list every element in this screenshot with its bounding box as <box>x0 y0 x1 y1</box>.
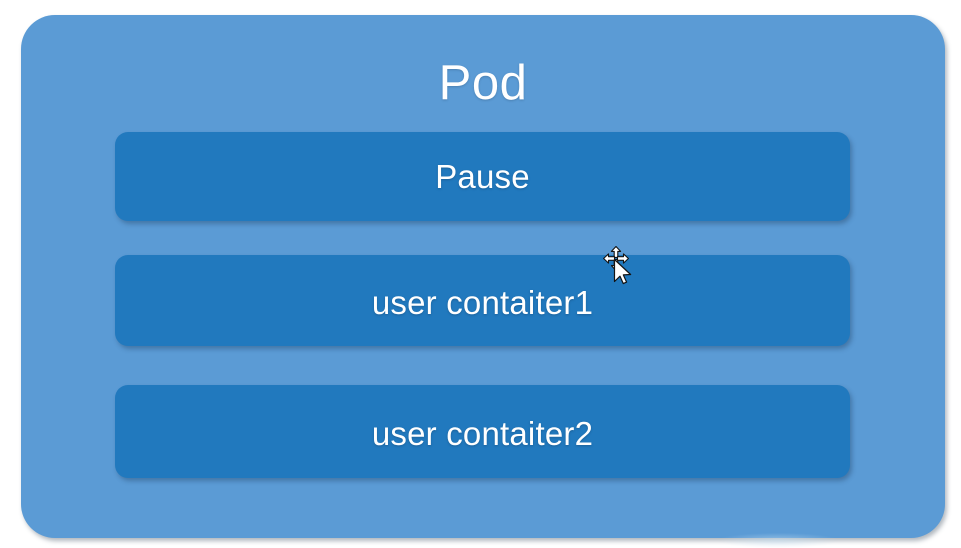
container-box-pause[interactable]: Pause <box>115 132 850 221</box>
container-label: Pause <box>435 158 530 195</box>
pod-container[interactable]: Pod Pause user contaiter1 user contaiter… <box>21 15 945 538</box>
container-box-user-container-2[interactable]: user contaiter2 <box>115 385 850 478</box>
container-box-user-container-1[interactable]: user contaiter1 <box>115 255 850 346</box>
container-label: user contaiter1 <box>371 284 594 321</box>
container-label: user contaiter2 <box>371 415 594 452</box>
pod-title: Pod <box>438 56 528 110</box>
